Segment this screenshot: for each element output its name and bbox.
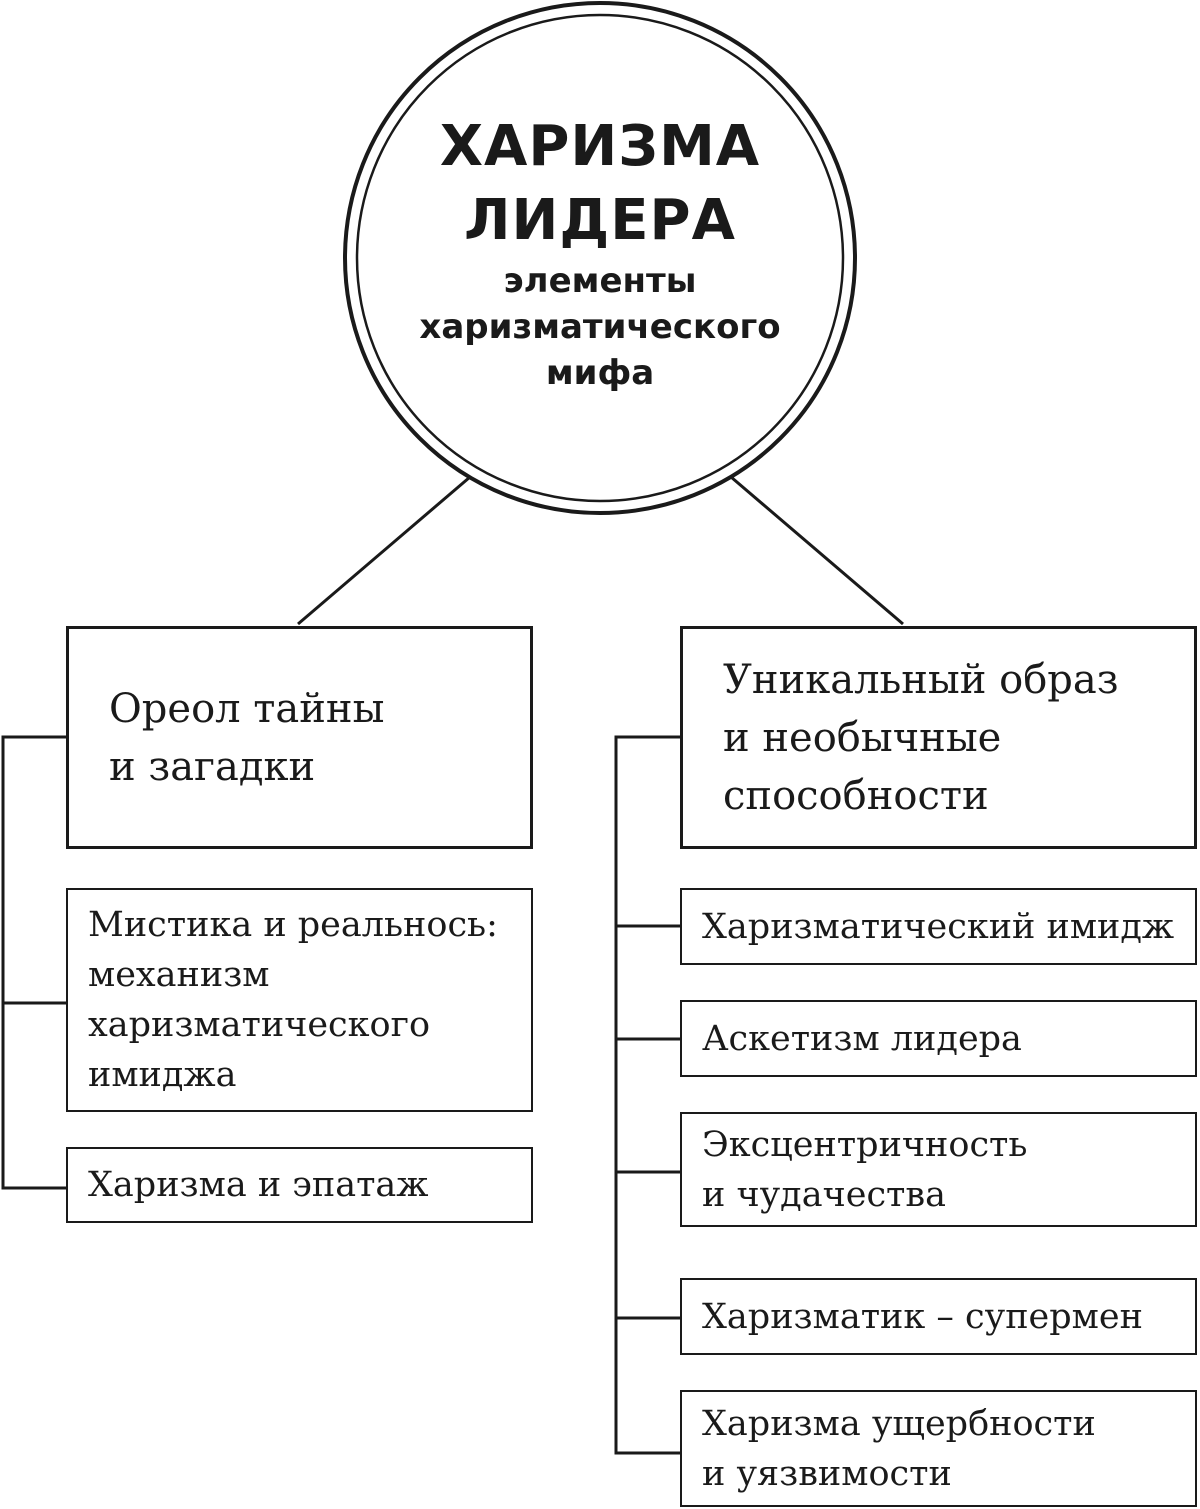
box-label: Харизматик – супермен: [702, 1296, 1143, 1337]
box-label: Уникальный образ и необычные способности: [723, 656, 1119, 819]
right-item-box: Харизма ущербности и уязвимости: [680, 1390, 1197, 1507]
title-circle-inner: [355, 13, 845, 503]
right-tree-line: [614, 735, 680, 1455]
title-circle-outer: [343, 1, 857, 515]
left-tree-line: [1, 735, 66, 1190]
title-line: ХАРИЗМА: [439, 114, 761, 179]
left-item-box: Харизма и эпатаж: [66, 1147, 533, 1223]
box-label: Мистика и реальнось: механизм харизматич…: [88, 905, 498, 1095]
right-item-box: Харизматический имидж: [680, 888, 1197, 965]
subtitle-line: мифа: [545, 353, 655, 393]
left-item-box: Мистика и реальнось: механизм харизматич…: [66, 888, 533, 1112]
box-label: Харизма ущербности и уязвимости: [702, 1403, 1096, 1494]
box-label: Аскетизм лидера: [702, 1018, 1022, 1059]
right-main-box: Уникальный образ и необычные способности: [680, 626, 1197, 849]
diagram-title: ХАРИЗМА ЛИДЕРА элементы харизматического…: [343, 110, 857, 396]
box-label: Харизматический имидж: [702, 906, 1175, 947]
right-item-box: Харизматик – супермен: [680, 1278, 1197, 1355]
right-item-box: Эксцентричность и чудачества: [680, 1112, 1197, 1227]
left-main-box: Ореол тайны и загадки: [66, 626, 533, 849]
box-label: Харизма и эпатаж: [88, 1165, 429, 1205]
connector-left-branch: [297, 475, 471, 626]
box-label: Ореол тайны и загадки: [109, 685, 385, 790]
right-item-box: Аскетизм лидера: [680, 1000, 1197, 1077]
box-label: Эксцентричность и чудачества: [702, 1124, 1028, 1215]
subtitle-line: харизматического: [419, 307, 781, 347]
subtitle-line: элементы: [503, 261, 697, 301]
connector-right-branch: [730, 475, 904, 626]
title-line: ЛИДЕРА: [464, 188, 736, 253]
